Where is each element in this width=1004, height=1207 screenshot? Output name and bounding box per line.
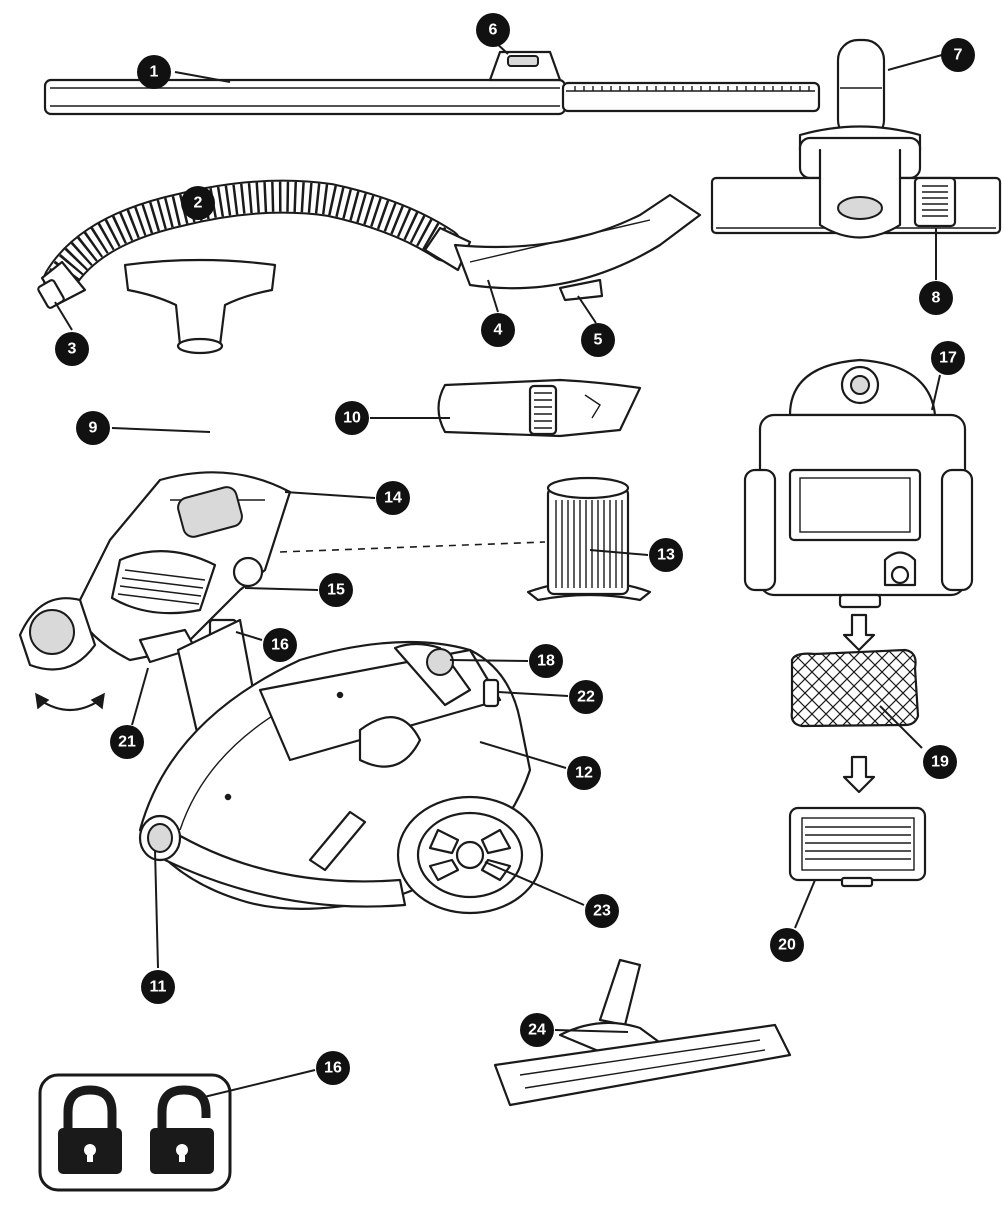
floor-brush <box>710 38 1002 239</box>
hose-assembly <box>37 179 702 309</box>
callout-13: 13 <box>649 538 683 572</box>
callout-14: 14 <box>376 481 410 515</box>
callout-label: 9 <box>89 420 98 437</box>
callout-19: 19 <box>923 745 957 779</box>
callout-12: 12 <box>567 756 601 790</box>
callout-8: 8 <box>919 281 953 315</box>
tube-ribbing <box>574 86 810 91</box>
callout-label: 16 <box>271 637 289 654</box>
callout-label: 16 <box>324 1060 342 1077</box>
extension-tube <box>43 50 821 116</box>
hepa-slats <box>805 826 911 860</box>
callout-label: 15 <box>327 582 345 599</box>
padlock-open-icon <box>150 1085 214 1174</box>
callout-1: 1 <box>137 55 171 89</box>
callout-9: 9 <box>76 411 110 445</box>
callout-label: 5 <box>594 332 603 349</box>
callout-22: 22 <box>569 680 603 714</box>
filter-pleats <box>555 500 623 588</box>
callout-18: 18 <box>529 644 563 678</box>
arrow-down-icon <box>842 613 876 652</box>
callout-label: 24 <box>528 1022 546 1039</box>
callout-label: 13 <box>657 547 675 564</box>
lock-indicator-box <box>38 1073 232 1192</box>
padlock-closed-icon <box>58 1085 122 1174</box>
callout-label: 6 <box>489 22 498 39</box>
arrow-down-icon <box>842 755 876 794</box>
callout-21: 21 <box>110 725 144 759</box>
callout-3: 3 <box>55 332 89 366</box>
callout-4: 4 <box>481 313 515 347</box>
callout-2: 2 <box>181 186 215 220</box>
callout-16: 16 <box>263 628 297 662</box>
upholstery-tool <box>123 258 277 355</box>
callout-10: 10 <box>335 401 369 435</box>
callout-16-lock: 16 <box>316 1051 350 1085</box>
callout-label: 17 <box>939 350 957 367</box>
vacuum-rear-view <box>743 358 974 609</box>
callout-label: 22 <box>577 689 595 706</box>
callout-20: 20 <box>770 928 804 962</box>
callout-23: 23 <box>585 894 619 928</box>
callout-6: 6 <box>476 13 510 47</box>
container-rings <box>117 569 206 605</box>
sponge-filter <box>790 648 920 728</box>
callout-label: 8 <box>932 290 941 307</box>
callout-11: 11 <box>141 970 175 1004</box>
callout-label: 4 <box>494 322 503 339</box>
callout-label: 1 <box>150 64 159 81</box>
callout-label: 10 <box>343 410 361 427</box>
callout-label: 14 <box>384 490 402 507</box>
callout-label: 21 <box>118 734 136 751</box>
vacuum-body <box>138 640 544 915</box>
callouts: 1 2 3 4 5 6 7 8 9 10 11 12 13 14 15 <box>55 13 975 1085</box>
leader-lines <box>54 39 943 1099</box>
callout-label: 2 <box>194 195 203 212</box>
cyclone-filter <box>526 476 652 602</box>
callout-label: 18 <box>537 653 555 670</box>
callout-label: 19 <box>931 754 949 771</box>
callout-label: 11 <box>150 979 167 996</box>
callout-label: 3 <box>68 341 77 358</box>
callout-7: 7 <box>941 38 975 72</box>
brush-switch-ribs <box>922 185 948 217</box>
callout-label: 7 <box>954 47 963 64</box>
crevice-ribs <box>534 392 552 429</box>
callout-17: 17 <box>931 341 965 375</box>
callout-label: 20 <box>778 937 796 954</box>
callout-24: 24 <box>520 1013 554 1047</box>
rotate-arrow-icon <box>35 692 105 711</box>
callout-label: 12 <box>575 765 593 782</box>
callout-label: 23 <box>593 903 611 920</box>
callout-5: 5 <box>581 323 615 357</box>
crevice-tool <box>437 378 642 438</box>
callout-15: 15 <box>319 573 353 607</box>
hepa-filter <box>788 806 927 888</box>
